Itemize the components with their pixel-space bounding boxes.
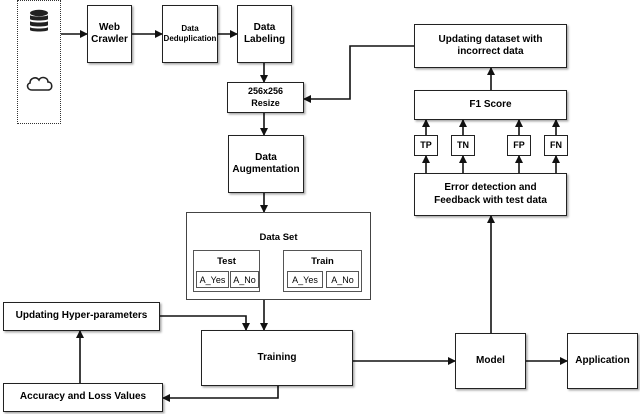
resize-label: 256x256 Resize <box>247 86 284 108</box>
arrow-hyper-to-training <box>160 315 250 331</box>
cloud-icon <box>26 76 53 91</box>
dataset-group: Data Set Test A_Yes A_No Train A_Yes A_N… <box>186 212 371 300</box>
web-crawler-label: Web Crawler <box>91 21 128 46</box>
metric-fp-label: FP <box>513 139 525 150</box>
resize-box: 256x256 Resize <box>227 82 304 113</box>
test-title: Test <box>217 256 236 267</box>
updating-dataset-box: Updating dataset with incorrect data <box>414 24 567 68</box>
accuracy-loss-box: Accuracy and Loss Values <box>3 383 163 412</box>
data-labeling-box: Data Labeling <box>237 5 292 63</box>
data-deduplication-box: Data Deduplication <box>162 5 218 63</box>
application-box: Application <box>567 333 638 389</box>
metric-tp-box: TP <box>414 135 438 156</box>
application-label: Application <box>575 354 630 366</box>
accuracy-loss-label: Accuracy and Loss Values <box>19 391 147 403</box>
train-cell-no: A_No <box>326 271 359 288</box>
updating-dataset-label: Updating dataset with incorrect data <box>438 33 543 58</box>
metric-tp-label: TP <box>420 139 432 150</box>
updating-hyperparameters-label: Updating Hyper-parameters <box>15 310 148 322</box>
database-icon <box>30 9 48 32</box>
dataset-title: Data Set <box>259 232 298 243</box>
training-box: Training <box>201 330 353 386</box>
data-sources-panel <box>17 0 61 124</box>
arrow-updating-to-resize <box>303 45 414 103</box>
train-title: Train <box>311 256 334 267</box>
test-cell-no: A_No <box>230 271 259 288</box>
data-labeling-label: Data Labeling <box>243 21 286 46</box>
updating-hyperparameters-box: Updating Hyper-parameters <box>3 302 160 331</box>
web-crawler-box: Web Crawler <box>87 5 132 63</box>
data-augmentation-label: Data Augmentation <box>232 151 300 176</box>
f1-score-label: F1 Score <box>469 98 512 110</box>
arrow-training-to-accuracy <box>162 386 279 402</box>
data-deduplication-label: Data Deduplication <box>163 24 217 43</box>
model-label: Model <box>476 354 505 366</box>
test-cell-yes: A_Yes <box>196 271 229 288</box>
metric-fp-box: FP <box>507 135 531 156</box>
metric-tn-label: TN <box>457 139 469 150</box>
metric-fn-box: FN <box>544 135 568 156</box>
training-label: Training <box>257 351 297 363</box>
train-cell-yes: A_Yes <box>287 271 323 288</box>
train-subset: Train A_Yes A_No <box>283 250 362 292</box>
error-detection-label: Error detection and Feedback with test d… <box>434 182 547 206</box>
metric-tn-box: TN <box>451 135 475 156</box>
test-subset: Test A_Yes A_No <box>193 250 260 292</box>
metric-fn-label: FN <box>550 139 562 150</box>
data-augmentation-box: Data Augmentation <box>228 135 304 193</box>
error-detection-box: Error detection and Feedback with test d… <box>414 173 567 216</box>
model-box: Model <box>455 333 526 389</box>
f1-score-box: F1 Score <box>414 90 567 120</box>
